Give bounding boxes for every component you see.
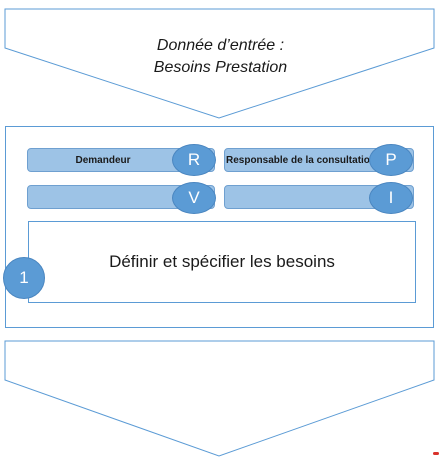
role-badge-p: P [369,144,413,176]
task-label: Définir et spécifier les besoins [109,252,335,271]
role-label: Responsable de la consultation [225,154,377,166]
input-chevron [4,8,435,119]
task-box [28,221,416,303]
role-badge-r: R [172,144,216,176]
output-chevron [4,340,435,457]
step-number-badge: 1 [3,257,45,299]
red-accent-mark [433,452,439,455]
role-badge-v: V [172,182,216,214]
role-label: Demandeur [75,154,131,166]
role-badge-i: I [369,182,413,214]
input-label-line1: Donnée d’entrée : [156,37,285,54]
input-label-line2: Besoins Prestation [153,59,288,76]
input-label: Donnée d’entrée : Besoins Prestation [0,35,441,79]
